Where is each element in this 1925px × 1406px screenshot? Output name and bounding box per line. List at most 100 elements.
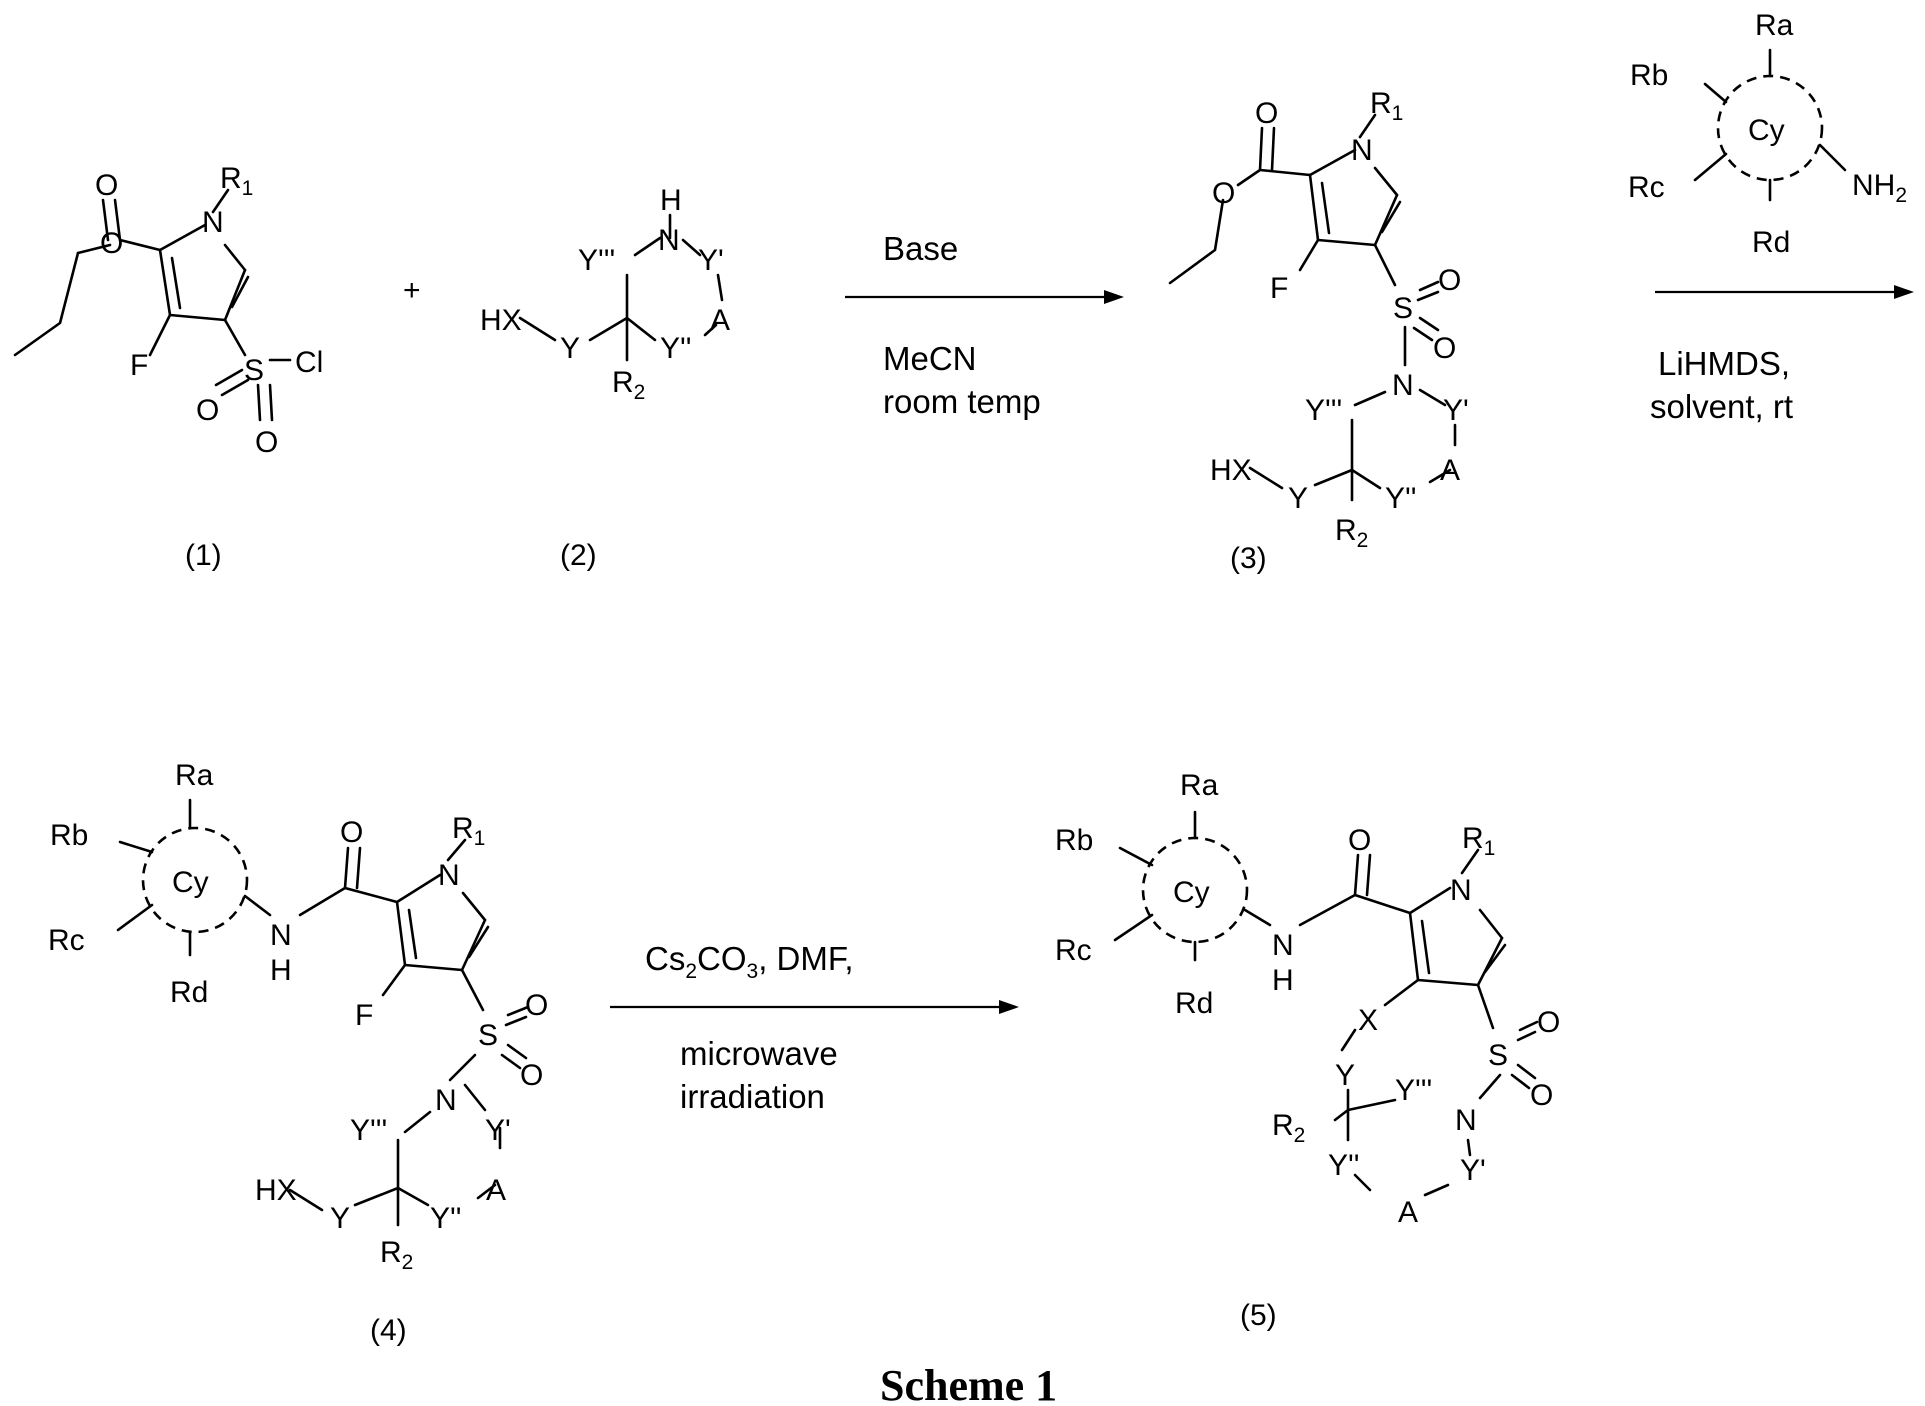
atom-label: O [95, 169, 118, 202]
atom-label: HX [480, 304, 522, 337]
atom-label: Y [1335, 1059, 1355, 1092]
compound-2: H N Y''' Y' A HX Y Y'' R2 [480, 184, 730, 404]
atom-label: N [435, 1084, 457, 1117]
atom-label: R2 [1335, 514, 1368, 552]
atom-label: HX [1210, 454, 1252, 487]
atom-label: Y [330, 1202, 350, 1235]
atom-label: O [525, 989, 548, 1022]
compound-3: O O N R1 F S O O N Y''' Y' A HX Y Y'' R2 [1170, 87, 1469, 552]
atom-label: O [1433, 332, 1456, 365]
substituent-rc: Rc [1628, 171, 1665, 204]
compound-label-2: (2) [560, 539, 597, 572]
condition-solvent: MeCN [883, 340, 977, 377]
atom-label: O [1537, 1006, 1560, 1039]
atom-label: Y'' [1385, 482, 1416, 515]
atom-label: N [270, 919, 292, 952]
ring-cy: Cy [1173, 876, 1210, 909]
substituent-rb: Rb [50, 819, 88, 852]
substituent-ra: Ra [175, 759, 214, 792]
atom-label: Cl [295, 346, 323, 379]
atom-label: R2 [380, 1236, 413, 1274]
condition-temp: room temp [883, 383, 1041, 420]
atom-label: HX [255, 1174, 297, 1207]
atom-label: O [1438, 264, 1461, 297]
scheme-caption: Scheme 1 [880, 1361, 1057, 1406]
compound-label-4: (4) [370, 1314, 407, 1347]
atom-label: A [710, 304, 730, 337]
atom-label: F [130, 349, 148, 382]
compound-label-5: (5) [1240, 1299, 1277, 1332]
atom-label: N [1450, 874, 1472, 907]
atom-label: Y''' [1395, 1074, 1432, 1107]
atom-label: R2 [1272, 1109, 1305, 1147]
substituent-rc: Rc [1055, 934, 1092, 967]
atom-label: H [660, 184, 682, 217]
atom-label: O [196, 394, 219, 427]
atom-label: Y''' [350, 1114, 387, 1147]
condition-base: Base [883, 230, 958, 267]
atom-label: Y''' [1305, 394, 1342, 427]
compound-label-3: (3) [1230, 542, 1267, 575]
substituent-rb: Rb [1630, 59, 1668, 92]
atom-label: O [1212, 177, 1235, 210]
compound-5: Ra Rb Cy Rc Rd N H O N R1 X Y S O O Y'''… [1055, 769, 1560, 1229]
atom-label: N [202, 206, 224, 239]
reaction-arrow-2 [1655, 285, 1914, 299]
atom-label: Y''' [578, 244, 615, 277]
atom-label: N [1392, 369, 1414, 402]
atom-label: X [1358, 1004, 1378, 1037]
atom-label: Y'' [1328, 1149, 1359, 1182]
ring-cy: Cy [1748, 114, 1785, 147]
atom-label: F [1270, 272, 1288, 305]
plus-sign: + [403, 274, 421, 307]
substituent-ra: Ra [1755, 9, 1794, 42]
atom-label: R1 [1370, 87, 1403, 125]
substituent-rd: Rd [1752, 226, 1790, 259]
atom-label: O [255, 426, 278, 459]
atom-label: Y' [485, 1114, 511, 1147]
substituent-ra: Ra [1180, 769, 1219, 802]
substituent-rb: Rb [1055, 824, 1093, 857]
atom-label: O [1530, 1079, 1553, 1112]
atom-label: H [270, 954, 292, 987]
condition-irradiation: irradiation [680, 1078, 825, 1115]
atom-label: R1 [1462, 822, 1495, 860]
atom-label: Y' [698, 244, 724, 277]
atom-label: A [486, 1174, 506, 1207]
atom-label: N [438, 859, 460, 892]
atom-label: Y' [1443, 394, 1469, 427]
atom-label: N [658, 224, 680, 257]
atom-label: R2 [612, 366, 645, 404]
atom-label: O [1255, 97, 1278, 130]
substituent-rd: Rd [1175, 987, 1213, 1020]
atom-label: N [1455, 1104, 1477, 1137]
atom-label: A [1440, 454, 1460, 487]
atom-label: S [1488, 1039, 1508, 1072]
substituent-rd: Rd [170, 976, 208, 1009]
atom-label: S [1393, 292, 1413, 325]
atom-label: Y' [1460, 1154, 1486, 1187]
atom-label: O [340, 816, 363, 849]
compound-label-1: (1) [185, 539, 222, 572]
reaction-arrow-1 [845, 290, 1124, 304]
condition-cs2co3-dmf: Cs2CO3, DMF, [645, 940, 854, 983]
atom-label: R1 [452, 812, 485, 850]
reaction-arrow-3 [610, 1000, 1019, 1014]
condition-microwave: microwave [680, 1035, 838, 1072]
compound-1: O O N R1 F S Cl O O [15, 162, 323, 459]
compound-4: Ra Rb Cy Rc Rd N H O N R1 F S O O N Y'''… [48, 759, 548, 1274]
atom-label: A [1398, 1196, 1418, 1229]
condition-lihmds: LiHMDS, [1658, 345, 1790, 382]
atom-label: R1 [220, 162, 253, 200]
atom-label: Y [1288, 482, 1308, 515]
ring-cy: Cy [172, 866, 209, 899]
atom-label: N [1351, 134, 1373, 167]
atom-label: H [1272, 964, 1294, 997]
atom-label: N [1272, 929, 1294, 962]
atom-label: O [100, 227, 123, 260]
condition-solvent-rt: solvent, rt [1650, 388, 1793, 425]
atom-label: O [1348, 824, 1371, 857]
atom-label: O [520, 1059, 543, 1092]
substituent-rc: Rc [48, 924, 85, 957]
